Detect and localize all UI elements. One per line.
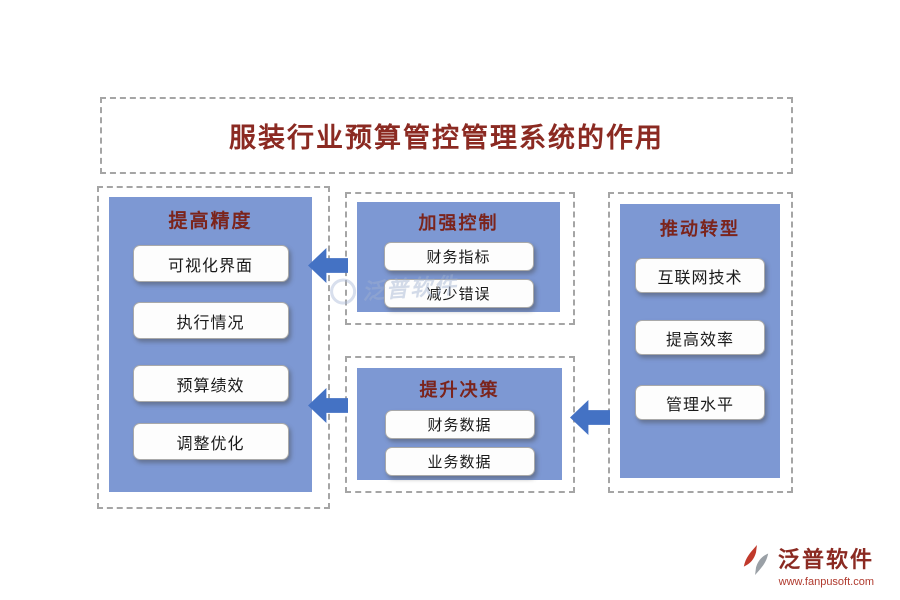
footer-brand-name: 泛普软件 [777,547,874,572]
fanpu-logo-icon [743,545,769,575]
panel-strengthen-control: 加强控制 财务指标 减少错误 [357,202,560,312]
panel-promote-transformation: 推动转型 互联网技术 提高效率 管理水平 [620,204,780,478]
title-frame: 服装行业预算管控管理系统的作用 [100,97,793,174]
item-business-data: 业务数据 [384,447,535,476]
item-financial-indicators: 财务指标 [383,242,534,271]
panel-improve-precision: 提高精度 可视化界面 执行情况 预算绩效 调整优化 [109,197,312,492]
item-visual-interface: 可视化界面 [132,245,289,282]
panel-improve-decision-title: 提升决策 [419,380,500,400]
panel-improve-precision-title: 提高精度 [168,211,253,232]
panel-strengthen-control-title: 加强控制 [418,213,499,233]
item-improve-efficiency: 提高效率 [635,320,765,355]
footer-text: 泛普软件 www.fanpusoft.com [778,542,874,588]
item-financial-data: 财务数据 [384,410,535,439]
page-title: 服装行业预算管控管理系统的作用 [229,123,664,153]
panel-promote-transformation-title: 推动转型 [660,219,740,239]
panel-improve-decision: 提升决策 财务数据 业务数据 [357,368,562,480]
item-adjust-optimize: 调整优化 [132,423,289,460]
arrow-transformation-to-decision-icon [570,400,610,435]
item-management-level: 管理水平 [635,385,765,420]
item-execution-status: 执行情况 [132,302,289,339]
item-reduce-errors: 减少错误 [383,279,534,308]
item-internet-technology: 互联网技术 [635,258,765,293]
item-budget-performance: 预算绩效 [132,365,289,402]
footer-url: www.fanpusoft.com [778,576,874,588]
footer-brand-block: 泛普软件 www.fanpusoft.com [741,542,874,588]
